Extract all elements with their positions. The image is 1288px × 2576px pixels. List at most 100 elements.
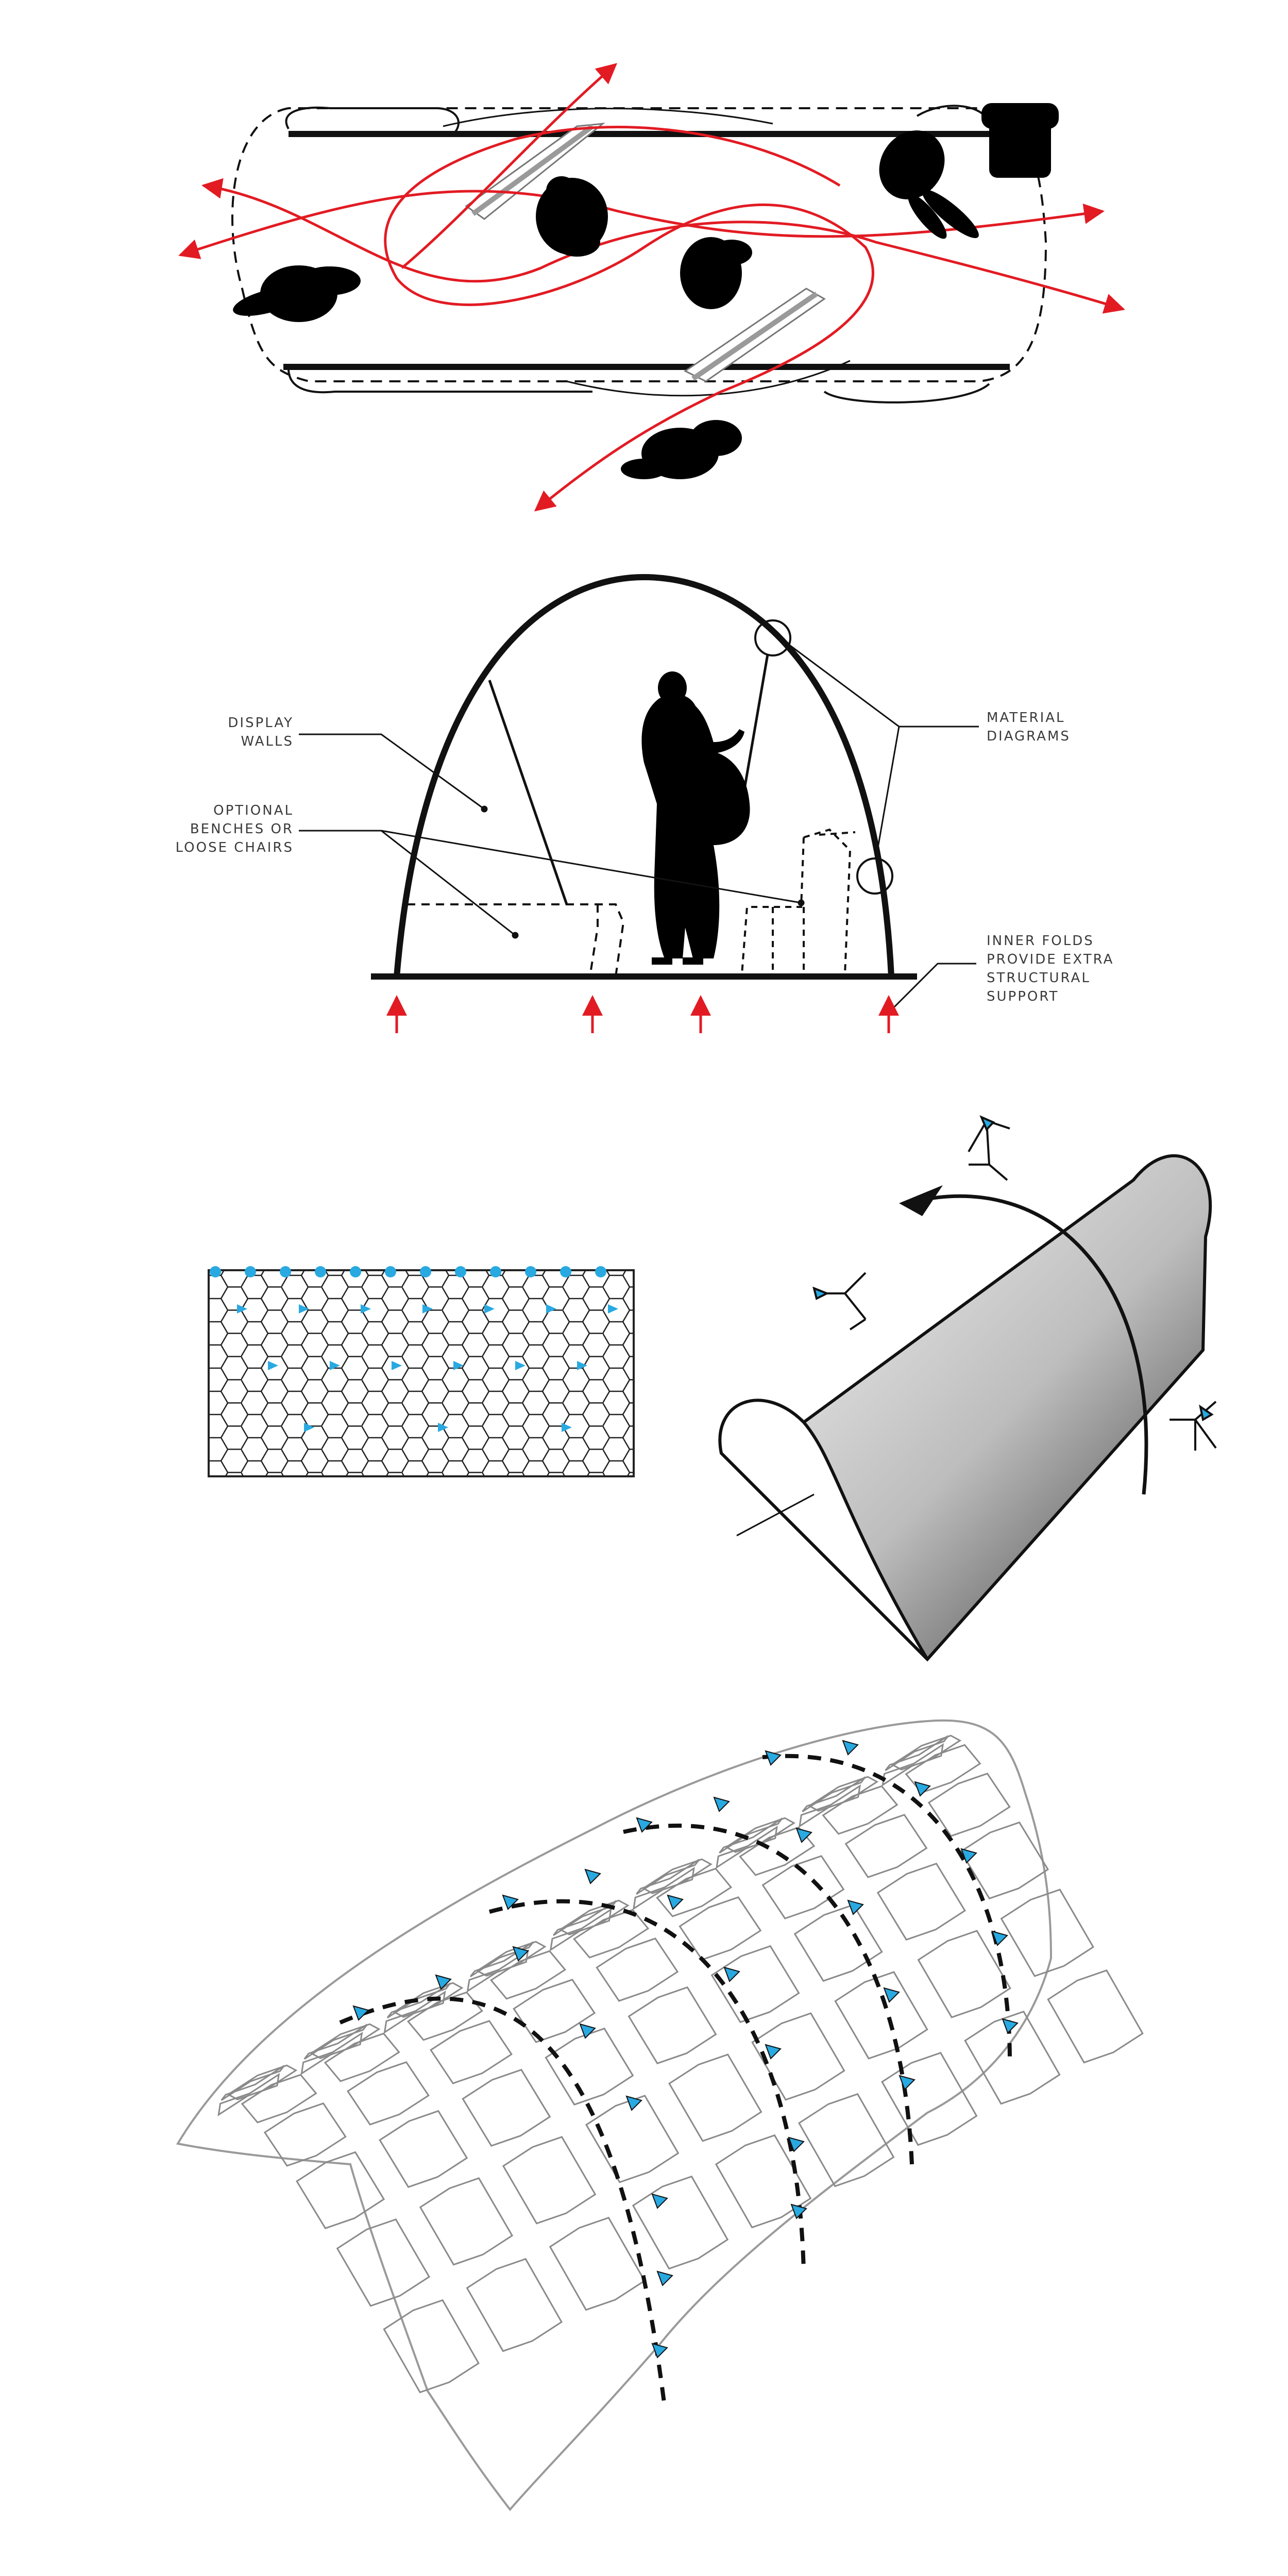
leader-display-walls bbox=[299, 733, 485, 810]
flat-sheet-node bbox=[210, 1266, 221, 1277]
vault-node bbox=[790, 2203, 807, 2219]
plan-person-seated bbox=[879, 130, 979, 239]
vault-node bbox=[788, 2136, 805, 2152]
plan-middle-lens bbox=[443, 108, 851, 397]
vault-cell bbox=[876, 1862, 966, 1941]
material-detail-circle-side bbox=[856, 857, 893, 895]
vault-cell bbox=[793, 1904, 883, 1982]
vault-cell bbox=[406, 1991, 483, 2041]
vault-cell bbox=[822, 1785, 899, 1835]
flat-sheet-node bbox=[268, 1361, 278, 1370]
vault-node bbox=[651, 2343, 668, 2359]
vault-node bbox=[795, 1827, 812, 1843]
load-arrows bbox=[386, 995, 899, 1033]
vault-cell bbox=[641, 1858, 713, 1894]
flat-sheet-pattern bbox=[208, 1266, 635, 1477]
vault-structural-arcs bbox=[339, 1754, 1012, 2407]
vault-node bbox=[636, 1817, 653, 1833]
dashed-bench bbox=[407, 903, 625, 977]
node-detail-icon-2 bbox=[812, 1272, 867, 1331]
label-display-walls: DISPLAY WALLS bbox=[228, 715, 294, 749]
vault-cell bbox=[489, 1950, 567, 2000]
vault-node bbox=[914, 1781, 931, 1797]
vault-node bbox=[667, 1894, 684, 1910]
vault-cell bbox=[466, 2258, 563, 2352]
vault-node bbox=[960, 1848, 977, 1864]
vault-nodes bbox=[352, 1740, 1019, 2359]
vault-node bbox=[883, 1987, 900, 2003]
flat-sheet-node bbox=[392, 1361, 402, 1370]
flat-sheet-node bbox=[484, 1304, 495, 1314]
flat-sheet-node bbox=[361, 1304, 371, 1314]
vault-cell bbox=[739, 1826, 816, 1876]
flat-sheet-node bbox=[438, 1423, 448, 1432]
plan-end-pod-bottom-left bbox=[287, 368, 592, 394]
circulation-path-2 bbox=[178, 190, 1105, 259]
flat-sheet-node bbox=[237, 1304, 247, 1314]
vault-cell bbox=[476, 1941, 547, 1977]
flat-sheet-node bbox=[562, 1423, 572, 1432]
vault-cell bbox=[419, 2177, 514, 2266]
vault-cell bbox=[227, 2064, 298, 2100]
flat-sheet-node bbox=[490, 1266, 501, 1277]
flat-sheet-node bbox=[608, 1304, 618, 1314]
elevation-person-silhouette bbox=[641, 671, 750, 965]
tube-inner-fold bbox=[736, 1493, 815, 1537]
flat-sheet-node bbox=[577, 1361, 587, 1370]
vault-node bbox=[651, 2193, 668, 2209]
vault-cell bbox=[1047, 1969, 1144, 2064]
vault-cell bbox=[1000, 1889, 1094, 1977]
vault-cell bbox=[558, 1899, 630, 1935]
vault-cell bbox=[462, 2068, 551, 2147]
plan-circulation-diagram bbox=[178, 63, 1125, 512]
flat-sheet-node bbox=[385, 1266, 396, 1277]
vault-node bbox=[502, 1894, 519, 1910]
section-elevation-diagram bbox=[299, 574, 979, 1033]
vault-cell bbox=[761, 1855, 845, 1920]
tube-front-opening bbox=[718, 1399, 929, 1661]
inner-fold-left bbox=[488, 680, 568, 905]
vault-node bbox=[991, 1930, 1008, 1946]
vault-node bbox=[765, 1750, 782, 1766]
vault-cell bbox=[656, 1867, 733, 1917]
circulation-path-4 bbox=[401, 63, 618, 269]
vault-cell bbox=[927, 1773, 1011, 1837]
vault-node bbox=[435, 1974, 452, 1990]
flat-sheet-node bbox=[350, 1266, 361, 1277]
vault-cell bbox=[430, 2020, 513, 2084]
flat-sheet-node bbox=[453, 1361, 464, 1370]
leader-inner-folds bbox=[890, 963, 976, 1011]
vault-cell bbox=[241, 2074, 317, 2124]
vault-cell bbox=[346, 2061, 430, 2126]
flat-sheet-node bbox=[420, 1266, 431, 1277]
vault-cell bbox=[263, 2102, 347, 2167]
flat-sheet-node bbox=[515, 1361, 526, 1370]
vault-cell bbox=[383, 2299, 480, 2394]
vault-node bbox=[842, 1740, 859, 1756]
flat-sheet-node bbox=[525, 1266, 536, 1277]
vault-cell bbox=[715, 2134, 812, 2229]
vault-cell bbox=[724, 1817, 795, 1853]
node-detail-icon-1 bbox=[968, 1115, 1010, 1181]
flat-sheet-node bbox=[546, 1304, 556, 1314]
vault-cell bbox=[917, 1930, 1011, 2018]
node-detail-icon-3 bbox=[1170, 1401, 1217, 1451]
label-inner-folds: INNER FOLDS PROVIDE EXTRA STRUCTURAL SUP… bbox=[987, 933, 1114, 1004]
vault-cell bbox=[310, 2023, 381, 2059]
vault-cell bbox=[890, 1735, 962, 1771]
vault-cell bbox=[710, 1945, 800, 2024]
flat-sheet-node bbox=[560, 1266, 571, 1277]
plan-person-1 bbox=[233, 265, 361, 322]
vault-arc-2 bbox=[488, 1899, 806, 2273]
tube-body bbox=[718, 1154, 1212, 1662]
leader-material-diagrams-b bbox=[875, 726, 900, 860]
flat-sheet-node bbox=[245, 1266, 256, 1277]
vault-node bbox=[765, 2044, 782, 2060]
vault-node bbox=[512, 1946, 529, 1962]
leader-optional-benches-b bbox=[381, 830, 802, 904]
vault-cell bbox=[596, 1938, 679, 2002]
vault-cell bbox=[393, 1982, 464, 2018]
vault-arc-4 bbox=[762, 1754, 1012, 2062]
vault-cell bbox=[324, 2032, 400, 2082]
